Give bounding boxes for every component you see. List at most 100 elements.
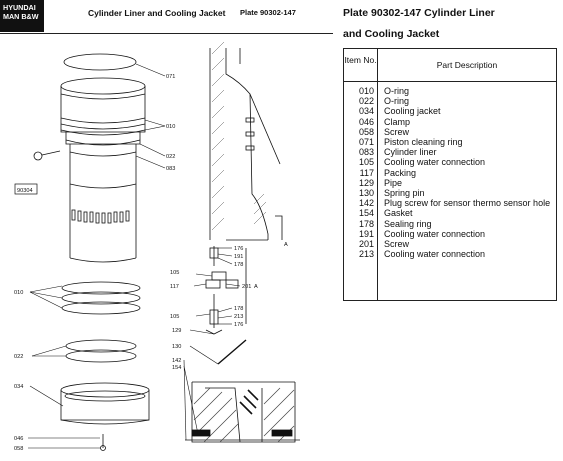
part-description: Cooling water connection: [384, 157, 486, 168]
callout-058: 058: [14, 446, 23, 452]
part-description: O-ring: [384, 86, 410, 96]
drawing-plate-number: Plate 90302-147: [240, 8, 296, 17]
parts-title-line-2: and Cooling Jacket: [343, 28, 440, 40]
callout-117: 117: [170, 284, 179, 290]
column-header-item-no: Item No.: [344, 49, 378, 82]
part-description: Cylinder liner: [384, 147, 437, 158]
callout-010-top: 010: [166, 124, 175, 130]
piston-cleaning-ring: [63, 53, 137, 71]
part-description: Clamp: [384, 116, 411, 127]
table-row: 142 Plug screw for sensor thermo sensor h…: [344, 198, 556, 208]
table-row: 046 Clamp: [344, 117, 556, 127]
callout-034: 034: [14, 384, 23, 390]
cylinder-liner-ports: [71, 209, 130, 224]
section-a-label: A: [284, 242, 288, 248]
table-row: 022 O-ring: [344, 96, 556, 106]
table-row: 117 Packing: [344, 168, 556, 178]
reference-90304: 90304: [17, 188, 33, 194]
callout-046: 046: [14, 436, 23, 442]
callout-129: 129: [172, 328, 181, 334]
callout-191: 191: [234, 254, 243, 260]
part-description: Screw: [384, 126, 410, 137]
table-row: 154 Gasket: [344, 208, 556, 218]
part-description: Spring pin: [384, 188, 425, 199]
item-number: 142: [358, 198, 374, 209]
column-divider: [377, 82, 378, 300]
part-description: O-ring: [384, 96, 410, 107]
callout-213: 213: [234, 314, 243, 320]
callout-178-bottom: 178: [234, 306, 243, 312]
leader-lines: [28, 63, 241, 449]
callout-130: 130: [172, 344, 181, 350]
drawing-panel: HYUNDAI MAN B&W Cylinder Liner and Cooli…: [0, 0, 333, 452]
part-description: Screw: [384, 239, 410, 250]
brand-line-1: HYUNDAI: [3, 3, 36, 12]
sectional-view-bottom: [185, 381, 300, 443]
item-number: 213: [358, 249, 374, 260]
callout-201: 201: [242, 284, 251, 290]
brand-logo: HYUNDAI MAN B&W: [0, 0, 44, 32]
callout-142: 142: [172, 358, 181, 364]
part-description: Cooling water connection: [384, 249, 486, 260]
table-row: 213 Cooling water connection: [344, 249, 556, 259]
section-hatching-top: [211, 41, 267, 231]
brand-line-2: MAN B&W: [3, 12, 39, 21]
table-row: 201 Screw: [344, 239, 556, 249]
item-number: 071: [358, 137, 374, 148]
table-row: 178 Sealing ring: [344, 219, 556, 229]
parts-panel: Plate 90302-147 Cylinder Liner and Cooli…: [343, 0, 563, 461]
part-description: Gasket: [384, 208, 413, 219]
callout-178-top: 178: [234, 262, 243, 268]
callout-154: 154: [172, 365, 181, 371]
o-rings-022: [65, 339, 137, 363]
item-number: 129: [358, 177, 374, 188]
item-number: 022: [358, 96, 374, 107]
item-number: 201: [358, 239, 374, 250]
callout-105-top: 105: [170, 270, 179, 276]
table-row: 105 Cooling water connection: [344, 157, 556, 167]
item-number: 178: [358, 218, 374, 229]
section-hatching-bottom: [193, 387, 295, 443]
reference-box: [14, 183, 38, 195]
column-header-part-description: Part Description: [378, 49, 556, 82]
callout-010-bottom: 010: [14, 290, 23, 296]
sectional-view-top: [209, 48, 283, 241]
item-number: 010: [358, 86, 374, 96]
reference-screw: [33, 151, 43, 161]
callout-083: 083: [166, 166, 175, 172]
parts-title-line-1: Plate 90302-147 Cylinder Liner: [343, 7, 495, 19]
item-number: 154: [358, 208, 374, 219]
arrow-a-label: A: [254, 284, 258, 290]
table-row: 191 Cooling water connection: [344, 229, 556, 239]
drawing-title: Cylinder Liner and Cooling Jacket: [88, 8, 226, 18]
item-number: 058: [358, 126, 374, 137]
part-description: Cooling water connection: [384, 228, 486, 239]
exploded-view-drawing: 071 010 022 083 90304 010 022 034 046 05…: [14, 41, 300, 452]
table-row: 071 Piston cleaning ring: [344, 137, 556, 147]
part-description: Cooling jacket: [384, 106, 441, 117]
item-number: 191: [358, 228, 374, 239]
part-description: Piston cleaning ring: [384, 137, 463, 148]
callout-105-bottom: 105: [170, 314, 179, 320]
item-number: 046: [358, 116, 374, 127]
item-number: 034: [358, 106, 374, 117]
item-number: 105: [358, 157, 374, 168]
part-description: Sealing ring: [384, 218, 432, 229]
callout-176-bottom: 176: [234, 322, 243, 328]
table-row: 058 Screw: [344, 127, 556, 137]
parts-table-title: Plate 90302-147 Cylinder Liner and Cooli…: [343, 3, 558, 45]
callout-022-bottom: 022: [14, 354, 23, 360]
part-description: Packing: [384, 167, 417, 178]
table-row: 010 O-ring: [344, 86, 556, 96]
part-description: Plug screw for sensor thermo sensor hole: [384, 198, 551, 209]
screw: [100, 445, 106, 451]
header-divider: [0, 33, 333, 34]
item-number: 117: [359, 167, 374, 178]
callout-176-top: 176: [234, 246, 243, 252]
